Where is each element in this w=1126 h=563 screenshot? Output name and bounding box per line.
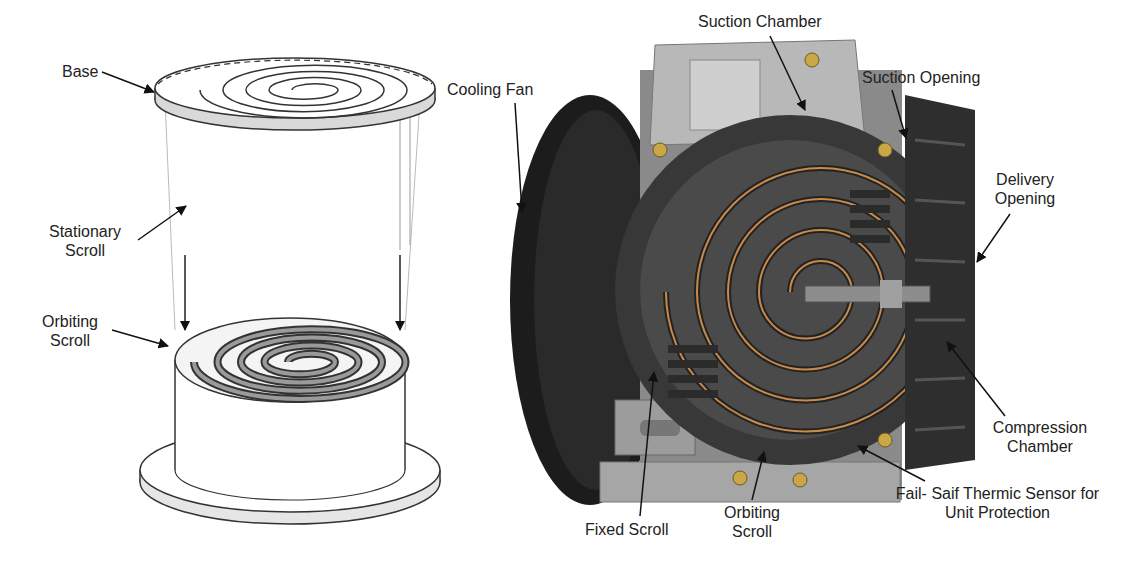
part-label: Compression Chamber	[980, 418, 1100, 456]
part-label: Suction Opening	[862, 68, 980, 87]
leader-lines	[102, 36, 1010, 516]
part-label: Cooling Fan	[447, 80, 533, 99]
part-label: Orbiting Scroll	[712, 503, 792, 541]
compressor-cutaway	[510, 40, 975, 505]
part-label: Base	[62, 62, 98, 81]
part-label: Fixed Scroll	[585, 520, 669, 539]
part-label: Delivery Opening	[985, 170, 1065, 208]
part-label: Stationary Scroll	[35, 222, 135, 260]
part-label: Orbiting Scroll	[30, 312, 110, 350]
part-label: Suction Chamber	[698, 12, 822, 31]
scroll-exploded-view	[140, 58, 440, 524]
part-label: Fail- Saif Thermic Sensor for Unit Prote…	[890, 484, 1105, 522]
